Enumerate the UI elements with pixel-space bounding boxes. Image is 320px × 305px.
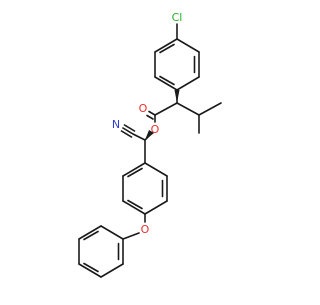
bond (154, 76, 178, 91)
carbonyl-double-bond (148, 110, 156, 116)
aromatic-inner-bond (159, 75, 175, 86)
carbonyl-oxygen-label: O (139, 102, 148, 115)
ether-oxygen-label: O (141, 223, 150, 236)
bond (100, 225, 124, 240)
aromatic-inner-bond (83, 230, 99, 241)
ester-o-to-center-bond (144, 133, 152, 141)
methyl-bond (198, 102, 222, 116)
center-to-nitrile-bond (132, 133, 146, 141)
bond (78, 263, 102, 278)
bond (122, 200, 146, 215)
structure-canvas: Cl O O N O (78, 11, 222, 278)
chlorine-label: Cl (172, 11, 183, 24)
nitrile-triple-bond (120, 130, 133, 138)
chlorophenyl-ring (154, 38, 200, 91)
alpha-to-carbonyl-bond (154, 102, 178, 116)
bond (176, 38, 200, 53)
bond (78, 225, 102, 240)
bond (154, 38, 178, 53)
bond (122, 162, 146, 177)
wedge-bond-acyl (174, 90, 180, 103)
aromatic-inner-bond (159, 43, 175, 54)
bond (144, 162, 168, 177)
phenoxyphenyl-ring (122, 162, 168, 215)
nitrile-triple-bond (122, 127, 134, 135)
nitrile-triple-bond (123, 124, 136, 132)
carbonyl-double-bond (146, 114, 154, 120)
ether-o-to-phenyl-bond (122, 232, 140, 240)
aromatic-inner-bond (127, 199, 143, 210)
bond (100, 263, 124, 278)
nitrile-nitrogen-label: N (112, 118, 120, 131)
aromatic-inner-bond (83, 262, 99, 273)
alpha-to-ipropyl-bond (176, 102, 200, 116)
aromatic-inner-bond (127, 167, 143, 178)
molecule-structure: Cl O O N O (78, 11, 222, 278)
phenyl-ring (78, 225, 124, 278)
ester-oxygen-label: O (151, 123, 160, 136)
bond (144, 200, 168, 215)
bond (176, 76, 200, 91)
